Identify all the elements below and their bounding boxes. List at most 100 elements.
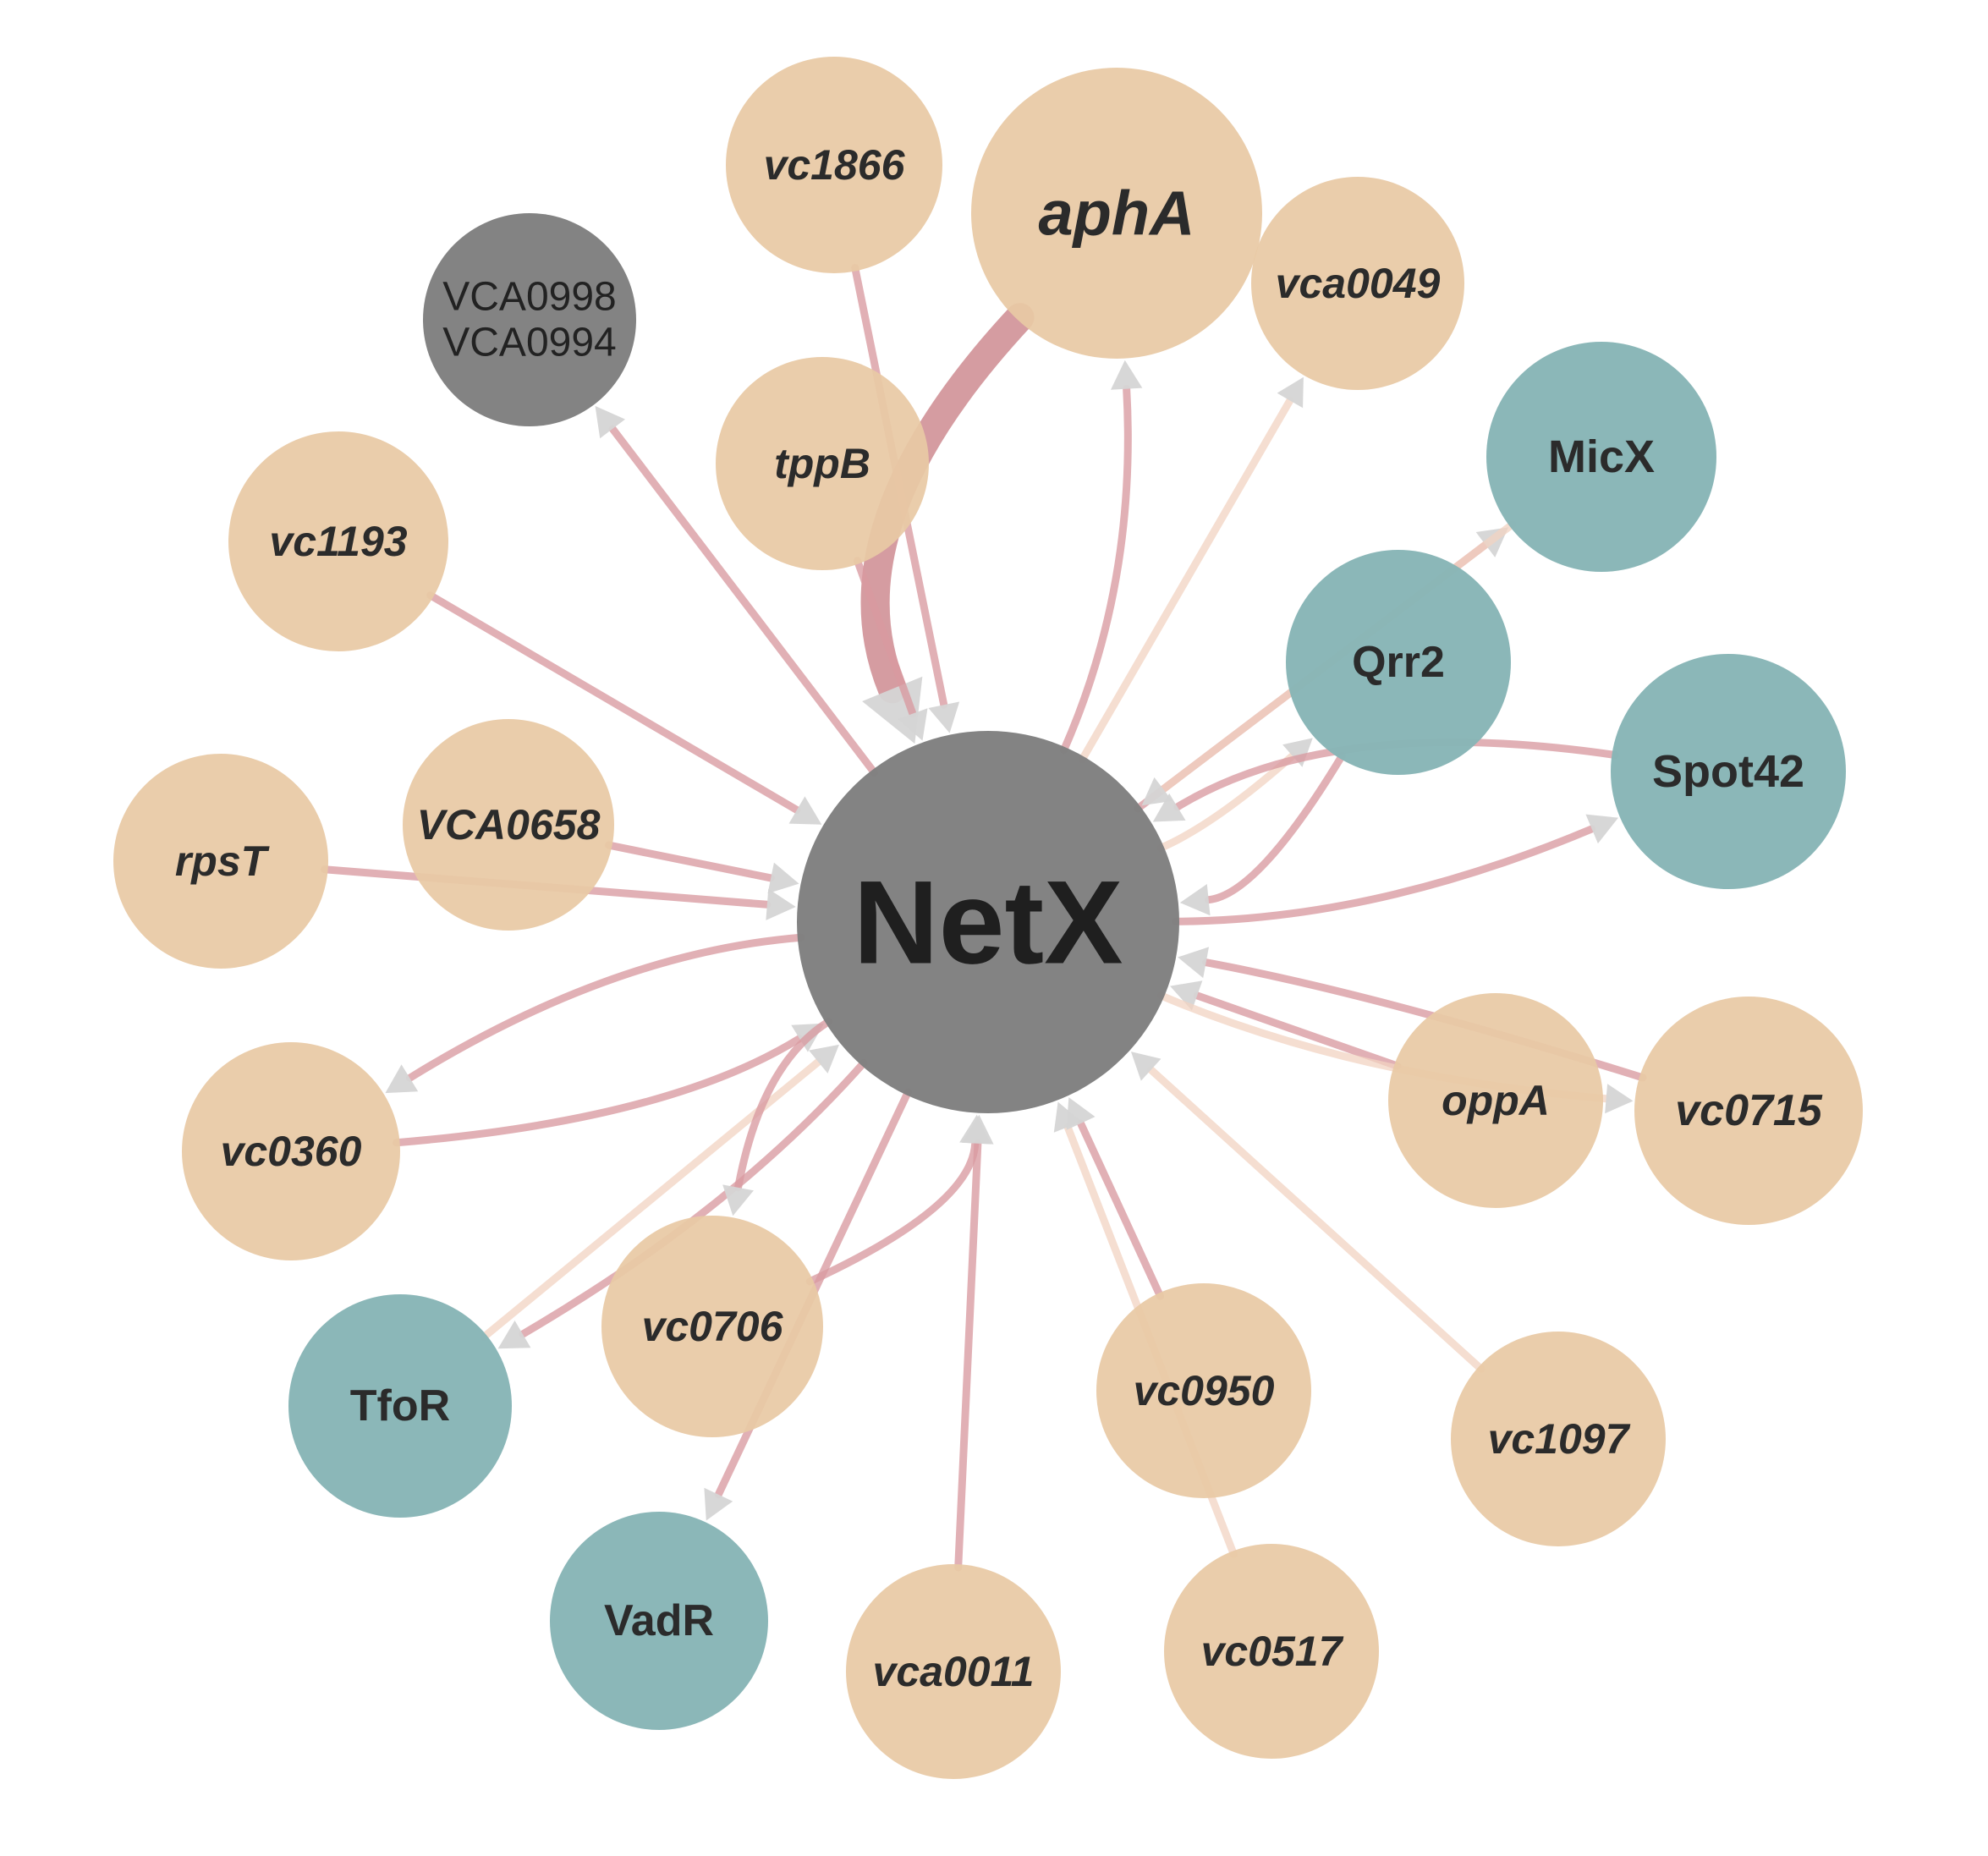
- edge-line: [1147, 1066, 1486, 1373]
- node-vc1866[interactable]: vc1866: [726, 57, 942, 273]
- node-circle[interactable]: [1634, 997, 1863, 1225]
- arrowhead: [1605, 1084, 1634, 1114]
- node-circle[interactable]: [228, 431, 448, 651]
- node-vc1097[interactable]: vc1097: [1451, 1332, 1666, 1546]
- node-vc0950[interactable]: vc0950: [1096, 1283, 1311, 1498]
- node-circle[interactable]: [1388, 993, 1603, 1208]
- edge-line: [734, 1018, 833, 1192]
- arrowhead: [1585, 814, 1619, 844]
- node-circle[interactable]: [1096, 1283, 1311, 1498]
- arrowhead: [1179, 884, 1211, 916]
- edge-line: [393, 1035, 804, 1147]
- edge-NetX-to-VCA0998: [595, 405, 879, 777]
- node-circle[interactable]: [403, 719, 614, 931]
- edge-line: [1172, 825, 1596, 925]
- arrowhead: [1178, 947, 1210, 979]
- edge-vca0011-to-NetX: [954, 1114, 994, 1572]
- edge-NetX-to-vca0049: [1078, 376, 1304, 764]
- arrowhead: [898, 708, 928, 741]
- node-circle[interactable]: [971, 68, 1262, 359]
- node-vc0360[interactable]: vc0360: [182, 1042, 400, 1260]
- arrowhead: [809, 1044, 839, 1074]
- arrowhead: [704, 1487, 733, 1521]
- node-circle[interactable]: [846, 1564, 1061, 1779]
- arrowhead: [1282, 738, 1313, 767]
- node-VadR[interactable]: VadR: [550, 1512, 768, 1730]
- edge-line: [426, 591, 801, 815]
- node-circle[interactable]: [1451, 1332, 1666, 1546]
- edge-vc0706-to-NetX: [805, 1114, 991, 1286]
- node-oppA[interactable]: oppA: [1388, 993, 1603, 1208]
- node-circle[interactable]: [550, 1512, 768, 1730]
- edge-TfoR-to-NetX: [480, 1044, 839, 1342]
- node-circle[interactable]: [716, 357, 929, 570]
- arrowhead: [928, 701, 960, 733]
- arrowhead: [767, 862, 799, 894]
- arrowhead: [1066, 1097, 1096, 1130]
- edge-NetX-to-VadR: [704, 1088, 912, 1521]
- node-label: vc0360: [221, 1128, 362, 1175]
- node-label: aphA: [1039, 178, 1195, 249]
- node-VCA0658[interactable]: VCA0658: [403, 719, 614, 931]
- node-circle[interactable]: [182, 1042, 400, 1260]
- node-NetX[interactable]: NetX: [797, 731, 1179, 1113]
- node-label: VCA0994: [442, 320, 616, 365]
- edge-line: [1077, 1119, 1165, 1300]
- node-Qrr2[interactable]: Qrr2: [1286, 550, 1511, 775]
- node-vc0715[interactable]: vc0715: [1634, 997, 1863, 1225]
- edge-vc1097-to-NetX: [1130, 1052, 1486, 1373]
- node-vca0049[interactable]: vca0049: [1251, 177, 1464, 390]
- edge-line: [1060, 385, 1132, 755]
- node-label: vc1193: [269, 518, 407, 565]
- node-aphA[interactable]: aphA: [971, 68, 1262, 359]
- node-circle[interactable]: [1251, 177, 1464, 390]
- node-label: TfoR: [350, 1381, 450, 1430]
- node-label: VCA0998: [442, 275, 616, 320]
- arrowhead: [788, 796, 822, 825]
- edge-line: [714, 1088, 912, 1499]
- node-circle[interactable]: [423, 213, 636, 426]
- arrowhead: [766, 888, 796, 920]
- edge-NetX-to-Spot42: [1172, 814, 1619, 925]
- node-circle[interactable]: [797, 731, 1179, 1113]
- node-label: oppA: [1442, 1077, 1550, 1124]
- node-label: tppB: [774, 440, 870, 487]
- node-circle[interactable]: [113, 754, 328, 969]
- edge-tppB-to-NetX: [853, 557, 928, 741]
- node-label: rpsT: [175, 837, 271, 885]
- node-circle[interactable]: [601, 1216, 823, 1437]
- node-Spot42[interactable]: Spot42: [1611, 654, 1846, 889]
- edge-line: [1205, 751, 1346, 904]
- arrowhead: [1141, 777, 1172, 806]
- node-label: VadR: [604, 1596, 714, 1645]
- node-label: vca0011: [873, 1648, 1035, 1695]
- edge-NetX-to-vc0360: [385, 933, 805, 1094]
- node-circle[interactable]: [1611, 654, 1846, 889]
- node-circle[interactable]: [1164, 1544, 1379, 1759]
- node-vc1193[interactable]: vc1193: [228, 431, 448, 651]
- node-circle[interactable]: [726, 57, 942, 273]
- edge-vc0360-to-NetX: [393, 1023, 825, 1147]
- arrowhead: [1152, 793, 1186, 822]
- arrowhead: [1170, 980, 1203, 1011]
- arrowhead: [1277, 376, 1304, 409]
- node-MicX[interactable]: MicX: [1486, 342, 1716, 572]
- edge-VCA0658-to-NetX: [605, 841, 799, 894]
- node-label: Qrr2: [1352, 638, 1445, 687]
- edge-line: [608, 425, 879, 777]
- node-vca0011[interactable]: vca0011: [846, 1564, 1061, 1779]
- edge-Qrr2-to-NetX: [1179, 751, 1346, 916]
- node-circle[interactable]: [1486, 342, 1716, 572]
- edge-line: [1078, 396, 1294, 764]
- node-label: VCA0658: [417, 801, 601, 848]
- node-rpsT[interactable]: rpsT: [113, 754, 328, 969]
- edge-NetX-to-TfoR: [497, 1058, 868, 1349]
- node-TfoR[interactable]: TfoR: [288, 1294, 512, 1518]
- node-vc0517[interactable]: vc0517: [1164, 1544, 1379, 1759]
- node-tppB[interactable]: tppB: [716, 357, 929, 570]
- node-label: NetX: [854, 856, 1123, 989]
- node-vc0706[interactable]: vc0706: [601, 1216, 823, 1437]
- node-circle[interactable]: [288, 1294, 512, 1518]
- node-circle[interactable]: [1286, 550, 1511, 775]
